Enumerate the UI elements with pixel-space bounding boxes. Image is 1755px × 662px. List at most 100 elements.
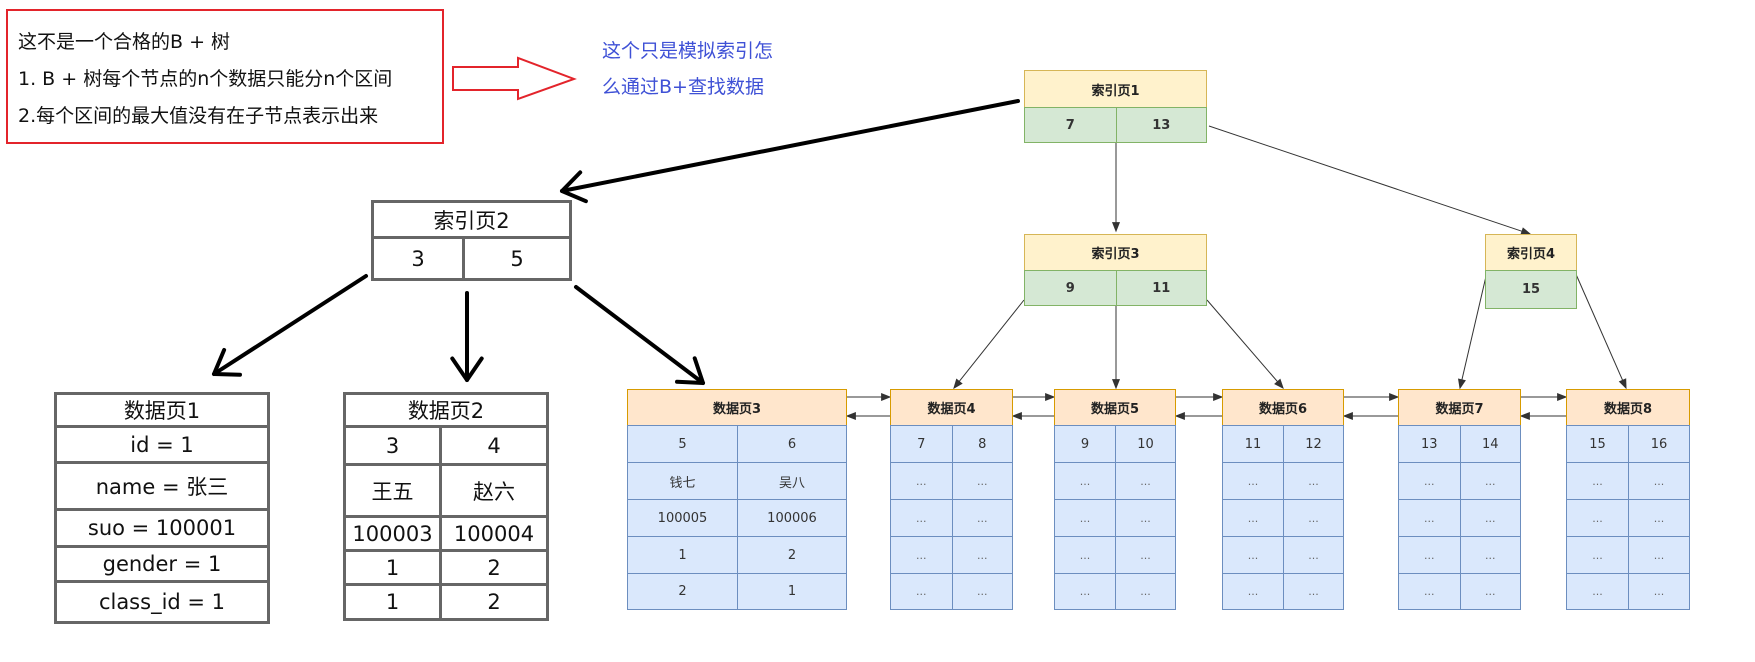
record-page-header: 数据页1 <box>54 392 270 428</box>
data-page-cell: ... <box>1628 573 1690 610</box>
data-page-cell: ... <box>1283 573 1344 610</box>
record-field-cell: 2 <box>439 549 549 586</box>
data-page-cell: 15 <box>1566 425 1629 463</box>
note-point-2: 2.每个区间的最大值没有在子节点表示出来 <box>18 105 379 127</box>
arrow-index1-to-index4 <box>1208 125 1525 233</box>
arrow-index4-to-data8 <box>1574 271 1625 383</box>
data-page-cell: 吴八 <box>737 462 847 500</box>
record-field-cell: 100003 <box>343 515 442 552</box>
arrow-index4-to-data8-head <box>1618 378 1627 390</box>
arrow-index1-to-index2-head <box>560 170 588 204</box>
next-page-link-arrow-head <box>1389 392 1400 402</box>
data-page-cell: ... <box>1566 573 1629 610</box>
prev-page-link-arrow-head <box>845 411 856 421</box>
data-page-cell: 2 <box>737 536 847 574</box>
note-point-1: 1. B + 树每个节点的n个数据只能分n个区间 <box>18 68 393 90</box>
prev-page-link-arrow-head <box>1519 411 1530 421</box>
data-page-cell: 5 <box>627 425 738 463</box>
data-page-cell: 9 <box>1054 425 1116 463</box>
record-field-cell: 3 <box>343 425 442 466</box>
index-page-header: 索引页1 <box>1024 70 1207 108</box>
data-page-cell: 2 <box>627 573 738 610</box>
arrow-index3-to-data5-head <box>1111 379 1121 390</box>
data-page-cell: ... <box>1459 499 1521 537</box>
data-page-cell: 11 <box>1222 425 1284 463</box>
data-page-header: 数据页8 <box>1566 389 1690 426</box>
data-page-header: 数据页4 <box>890 389 1013 426</box>
data-page-cell: 1 <box>627 536 738 574</box>
data-page-cell: 13 <box>1398 425 1461 463</box>
record-field-cell: 王五 <box>343 463 442 518</box>
record-field-cell: 赵六 <box>439 463 549 518</box>
next-page-link-arrow-head <box>1045 392 1056 402</box>
index-key-cell: 9 <box>1024 270 1117 306</box>
prev-page-link-arrow-head <box>1342 411 1353 421</box>
arrow-index2-to-data3-head <box>675 356 705 385</box>
record-field-cell: 4 <box>439 425 549 466</box>
comment-line-2: 么通过B+查找数据 <box>602 76 764 98</box>
arrow-index3-to-data6 <box>1206 299 1280 384</box>
note-title: 这不是一个合格的B + 树 <box>18 31 231 53</box>
data-page-cell: ... <box>1459 462 1521 500</box>
record-field-row: suo = 100001 <box>54 508 270 548</box>
record-field-cell: 1 <box>343 583 442 621</box>
data-page-cell: ... <box>1566 499 1629 537</box>
data-page-cell: 10 <box>1115 425 1176 463</box>
arrow-index3-to-data4-head <box>953 378 963 390</box>
data-page-cell: ... <box>1115 499 1176 537</box>
next-page-link-arrow-head <box>1213 392 1224 402</box>
data-page-cell: ... <box>1566 536 1629 574</box>
data-page-cell: ... <box>1566 462 1629 500</box>
index-page-header: 索引页3 <box>1024 234 1207 271</box>
record-page-header: 数据页2 <box>343 392 549 428</box>
index-key-cell: 13 <box>1115 107 1207 143</box>
record-field-row: class_id = 1 <box>54 580 270 624</box>
data-page-cell: ... <box>1222 462 1284 500</box>
index-key-cell: 5 <box>462 236 572 281</box>
data-page-cell: ... <box>1115 573 1176 610</box>
next-page-link-arrow-head <box>881 392 892 402</box>
data-page-cell: ... <box>951 462 1013 500</box>
data-page-cell: ... <box>1398 536 1461 574</box>
data-page-cell: ... <box>1398 573 1461 610</box>
data-page-cell: 钱七 <box>627 462 738 500</box>
data-page-cell: 100005 <box>627 499 738 537</box>
data-page-cell: ... <box>890 499 953 537</box>
record-field-cell: 2 <box>439 583 549 621</box>
data-page-cell: ... <box>1222 536 1284 574</box>
data-page-cell: ... <box>1459 536 1521 574</box>
index-key-cell: 11 <box>1115 270 1207 306</box>
data-page-cell: ... <box>1283 462 1344 500</box>
index-page-header: 索引页4 <box>1485 234 1577 271</box>
data-page-cell: ... <box>890 573 953 610</box>
data-page-cell: ... <box>1628 462 1690 500</box>
index-key-cell: 3 <box>371 236 465 281</box>
data-page-cell: ... <box>1222 499 1284 537</box>
data-page-cell: 7 <box>890 425 953 463</box>
prev-page-link-arrow-head <box>1174 411 1185 421</box>
arrow-index2-to-record1-head <box>212 348 242 377</box>
data-page-cell: ... <box>1628 536 1690 574</box>
arrow-index1-to-index3-head <box>1111 222 1121 233</box>
arrow-index2-to-data3 <box>574 285 705 385</box>
data-page-cell: ... <box>1054 499 1116 537</box>
data-page-cell: 1 <box>737 573 847 610</box>
arrow-index4-to-data7 <box>1460 271 1488 383</box>
data-page-cell: 12 <box>1283 425 1344 463</box>
data-page-cell: ... <box>1283 536 1344 574</box>
index-page-header: 索引页2 <box>371 200 572 239</box>
arrow-index1-to-index2 <box>560 99 1020 193</box>
data-page-cell: 6 <box>737 425 847 463</box>
data-page-cell: ... <box>951 499 1013 537</box>
data-page-header: 数据页3 <box>627 389 847 426</box>
data-page-cell: ... <box>1222 573 1284 610</box>
data-page-cell: ... <box>890 536 953 574</box>
arrow-index4-to-data7-head <box>1457 378 1466 390</box>
record-field-cell: 1 <box>343 549 442 586</box>
data-page-header: 数据页7 <box>1398 389 1521 426</box>
data-page-cell: ... <box>951 536 1013 574</box>
hollow-arrow <box>452 56 577 101</box>
data-page-cell: ... <box>1398 499 1461 537</box>
